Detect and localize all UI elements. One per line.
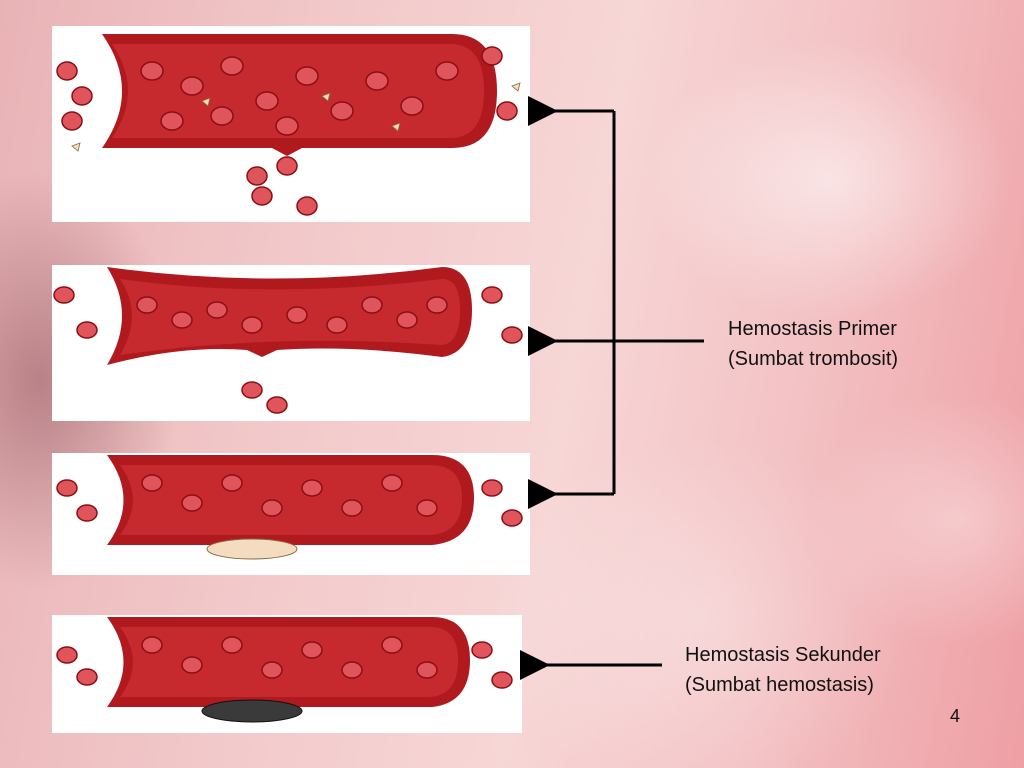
vessel-injury-panel [52,26,530,222]
secondary-label-line1: Hemostasis Sekunder [685,644,881,666]
secondary-hemostasis-label: Hemostasis Sekunder (Sumbat hemostasis) [685,640,881,700]
fibrin-clot-panel [52,615,522,733]
secondary-label-line2: (Sumbat hemostasis) [685,674,874,696]
fibrin-clot-illustration [56,617,513,723]
primary-label-line1: Hemostasis Primer [728,318,897,340]
vasoconstriction-panel [52,265,530,421]
primary-label-line2: (Sumbat trombosit) [728,348,899,370]
primary-hemostasis-label: Hemostasis Primer (Sumbat trombosit) [728,314,898,374]
platelet-plug-panel [52,453,530,575]
vasoconstriction-illustration [53,267,523,414]
vessel-injury-illustration [56,34,521,216]
page-number: 4 [950,706,961,726]
platelet-plug-illustration [56,455,523,560]
